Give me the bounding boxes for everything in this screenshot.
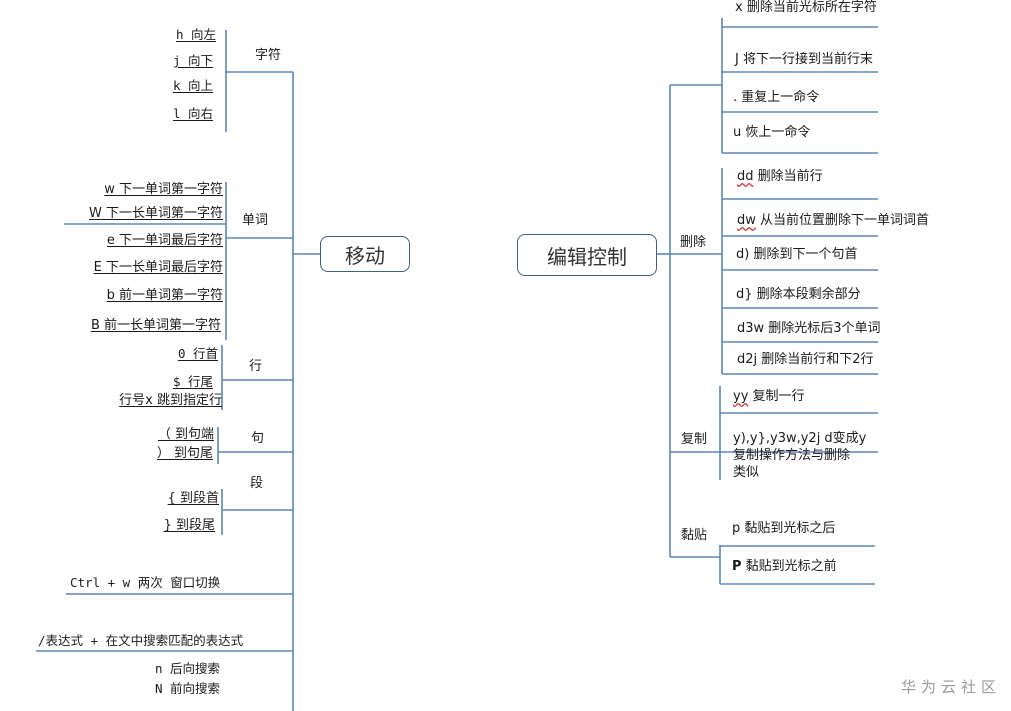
- delete-text-d3w: 删除光标后3个单词: [764, 321, 881, 336]
- line-item-0: 0 行首: [177, 346, 218, 361]
- paste-text-P: 黏贴到光标之前: [741, 559, 837, 574]
- sentence-group-label: 句: [251, 431, 265, 446]
- edit-item-x: x 删除当前光标所在字符: [735, 0, 877, 15]
- paste-group-label: 黏贴: [681, 528, 708, 543]
- copy-multi-line-1: y),y},y3w,y2j d变成y: [733, 431, 867, 446]
- delete-text-dd: 删除当前行: [753, 169, 823, 184]
- char-item-h: h 向左: [176, 27, 217, 42]
- edit-item-J: J 将下一行接到当前行末: [735, 52, 873, 67]
- word-item-b: b 前一单词第一字符: [106, 288, 223, 303]
- word-item-E: E 下一长单词最后字符: [93, 260, 223, 275]
- search-N: N 前向搜索: [155, 681, 221, 696]
- word-item-w: w 下一单词第一字符: [104, 182, 223, 197]
- delete-item-d-brace: d} 删除本段剩余部分: [736, 287, 861, 303]
- delete-cmd-dw: dw: [737, 213, 756, 228]
- line-item-goto: 行号x 跳到指定行: [119, 393, 222, 408]
- char-item-j: j 向下: [173, 53, 214, 68]
- delete-text-d2j: 删除当前行和下2行: [757, 352, 874, 367]
- paste-cmd-p: p: [732, 521, 741, 536]
- word-group-label: 单词: [242, 213, 269, 228]
- search-n: n 后向搜索: [155, 661, 221, 676]
- line-item-dollar: $ 行尾: [172, 374, 213, 389]
- paste-item-P: P 黏贴到光标之前: [732, 559, 837, 575]
- delete-group-label: 删除: [680, 235, 707, 250]
- delete-cmd-d3w: d3w: [737, 321, 765, 336]
- copy-cmd-yy: yy: [733, 389, 749, 404]
- copy-group-label: 复制: [681, 432, 708, 447]
- word-item-e: e 下一单词最后字符: [106, 233, 223, 248]
- delete-text-d-paren: 删除到下一个句首: [749, 247, 858, 262]
- delete-cmd-d-paren: d): [736, 247, 750, 262]
- delete-text-d-brace: 删除本段剩余部分: [752, 287, 861, 302]
- delete-cmd-d-brace: d}: [736, 287, 753, 302]
- delete-item-d-paren: d) 删除到下一个句首: [736, 247, 857, 263]
- char-group-label: 字符: [255, 48, 282, 63]
- watermark: 华为云社区: [900, 678, 1001, 696]
- delete-item-d3w: d3w 删除光标后3个单词: [737, 321, 881, 337]
- sentence-item-end: ） 到句尾: [156, 446, 213, 461]
- edit-control-node[interactable]: 编辑控制: [517, 234, 657, 276]
- copy-item-yy: yy 复制一行: [733, 389, 805, 405]
- copy-multi-line-3: 类似: [733, 465, 760, 480]
- edit-item-u: u 恢上一命令: [733, 125, 811, 140]
- delete-cmd-dd: dd: [737, 169, 754, 184]
- paragraph-group-label: 段: [250, 476, 264, 491]
- delete-item-dw: dw 从当前位置删除下一单词词首: [737, 213, 929, 229]
- char-item-k: k 向上: [173, 78, 214, 93]
- word-item-B: B 前一长单词第一字符: [90, 318, 221, 333]
- edit-item-dot: . 重复上一命令: [733, 90, 820, 105]
- word-item-W: W 下一长单词第一字符: [89, 206, 223, 221]
- ctrl-w-item: Ctrl + w 两次 窗口切换: [70, 575, 221, 590]
- delete-item-dd: dd 删除当前行: [737, 169, 823, 185]
- delete-item-d2j: d2j 删除当前行和下2行: [737, 352, 874, 368]
- paragraph-item-end: } 到段尾: [163, 518, 215, 533]
- copy-text-yy: 复制一行: [748, 389, 805, 404]
- char-item-l: l 向右: [173, 106, 214, 121]
- paste-item-p: p 黏贴到光标之后: [732, 521, 835, 537]
- line-group-label: 行: [249, 359, 263, 374]
- paste-cmd-P: P: [732, 559, 742, 574]
- copy-multi-line-2: 复制操作方法与删除: [733, 448, 851, 463]
- delete-cmd-d2j: d2j: [737, 352, 758, 367]
- search-item: /表达式 + 在文中搜索匹配的表达式: [38, 633, 244, 648]
- paste-text-p: 黏贴到光标之后: [740, 521, 836, 536]
- move-node[interactable]: 移动: [320, 236, 410, 272]
- sentence-item-start: （ 到句端: [157, 427, 214, 442]
- delete-text-dw: 从当前位置删除下一单词词首: [755, 213, 930, 228]
- paragraph-item-start: { 到段首: [167, 491, 219, 506]
